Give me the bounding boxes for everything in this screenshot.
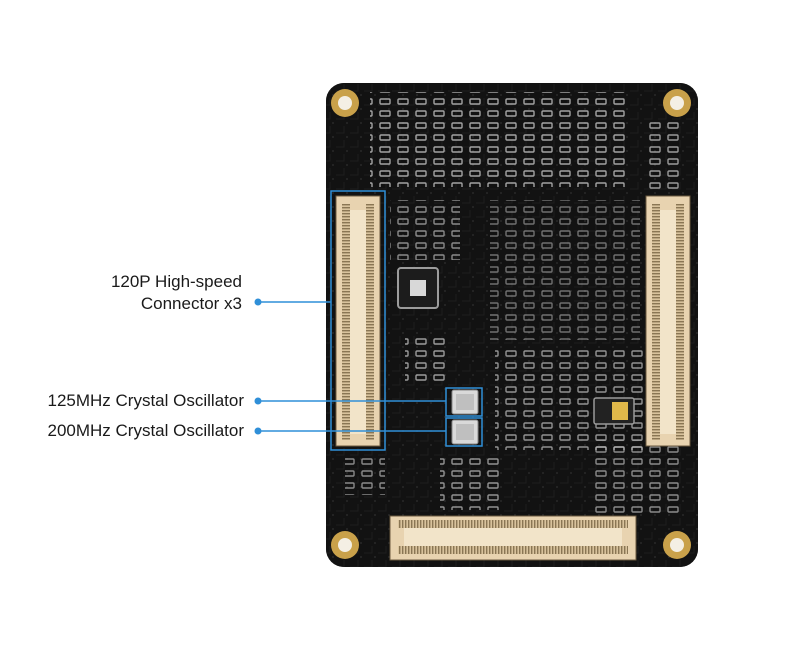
callout-line-connector	[254, 298, 331, 306]
callout-dot	[254, 298, 262, 306]
callout-label-line1: 120P High-speed	[110, 272, 242, 291]
component-field-top	[370, 92, 630, 187]
crystal-oscillator-200mhz	[451, 419, 479, 445]
mounting-hole	[331, 531, 359, 559]
connector-right	[645, 195, 691, 447]
highlight-box-connector	[330, 190, 386, 451]
callout-line-125mhz	[254, 397, 446, 405]
mounting-hole	[663, 531, 691, 559]
callout-label-125mhz: 125MHz Crystal Oscillator	[47, 391, 245, 410]
highlight-box-125mhz	[445, 387, 483, 417]
callout-label-connector: 120P High-speed Connector x3	[111, 271, 242, 315]
callout-dot	[254, 397, 262, 405]
callout-line-200mhz	[254, 427, 446, 435]
callout-dot	[254, 427, 262, 435]
highlight-box-200mhz	[445, 417, 483, 447]
crystal-oscillator-125mhz	[451, 389, 479, 415]
connector-left	[335, 195, 381, 447]
connector-bottom	[389, 515, 637, 561]
callout-label-line2: Connector x3	[140, 294, 242, 313]
component-field-center	[490, 200, 640, 340]
callout-label-200mhz: 200MHz Crystal Oscillator	[47, 421, 245, 440]
mounting-hole	[663, 89, 691, 117]
mounting-hole	[331, 89, 359, 117]
